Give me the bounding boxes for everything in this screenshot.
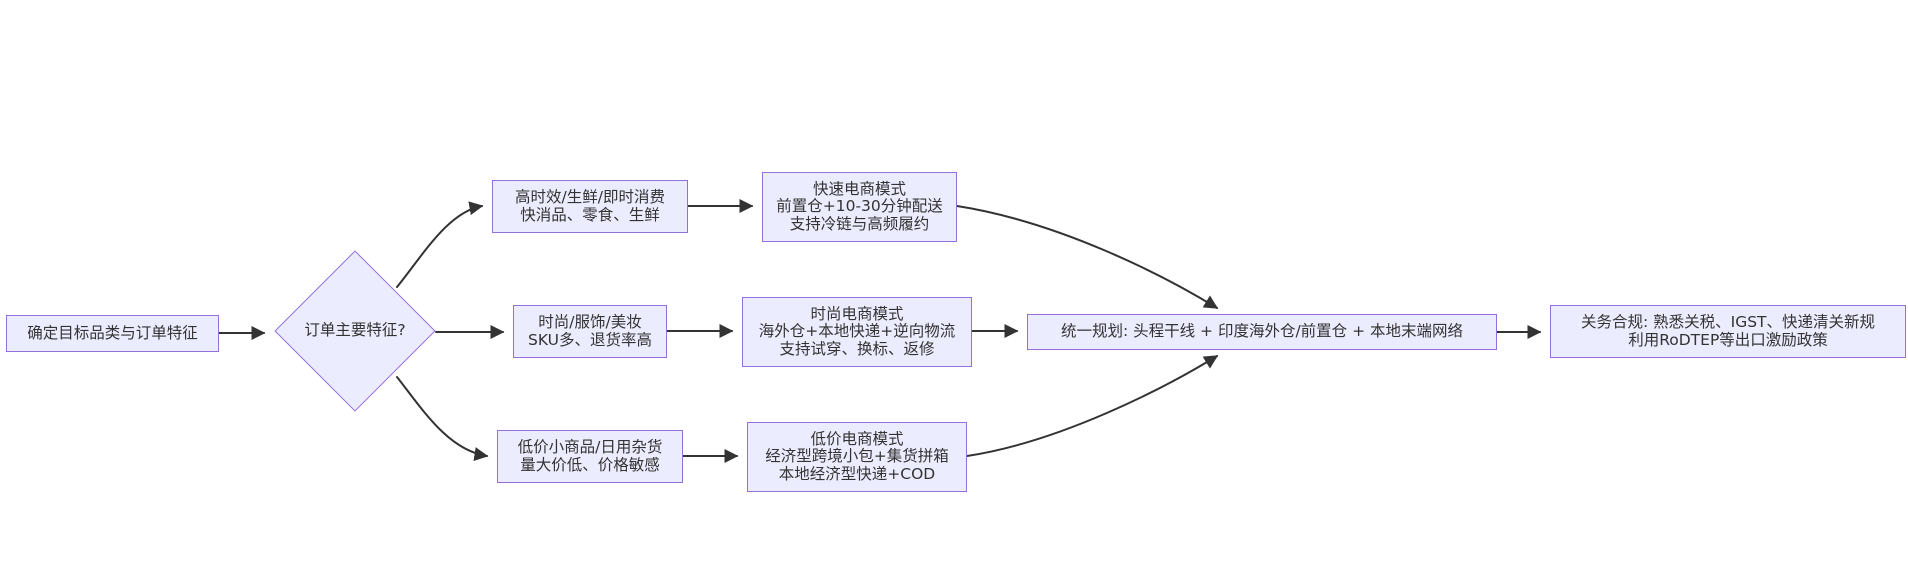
node-value-criteria: 低价小商品/日用杂货 量大价低、价格敏感: [497, 430, 683, 483]
node-fashion-criteria: 时尚/服饰/美妆 SKU多、退货率高: [513, 305, 667, 358]
node-start-label: 确定目标品类与订单特征: [27, 323, 198, 342]
node-fashion-mode-line1: 时尚电商模式: [810, 304, 904, 323]
node-fashion-mode-line2: 海外仓+本地快递+逆向物流: [758, 322, 956, 341]
node-value-mode-line2: 经济型跨境小包+集货拼箱: [765, 447, 949, 466]
node-value-criteria-line2: 量大价低、价格敏感: [520, 455, 660, 474]
node-fast-mode-line1: 快速电商模式: [812, 179, 906, 198]
node-customs-compliance-line2: 利用RoDTEP等出口激励政策: [1628, 330, 1828, 349]
node-fast-mode-line3: 支持冷链与高频履约: [789, 214, 930, 233]
node-unified-plan-label: 统一规划: 头程干线 + 印度海外仓/前置仓 + 本地末端网络: [1060, 322, 1464, 341]
node-fast-criteria-line1: 高时效/生鲜/即时消费: [515, 188, 665, 206]
node-fashion-mode: 时尚电商模式 海外仓+本地快递+逆向物流 支持试穿、换标、返修: [742, 297, 972, 367]
node-fast-mode-line2: 前置仓+10-30分钟配送: [776, 197, 943, 216]
edge-fast-mode-unified-plan: [956, 205, 1219, 309]
node-decision-label: 订单主要特征?: [304, 321, 406, 339]
node-fashion-mode-line3: 支持试穿、换标、返修: [779, 339, 935, 358]
edge-decision-fast-criteria: [396, 201, 484, 288]
edge-value-mode-unified-plan: [966, 355, 1219, 457]
node-fast-mode: 快速电商模式 前置仓+10-30分钟配送 支持冷链与高频履约: [762, 172, 957, 242]
node-customs-compliance-line1: 关务合规: 熟悉关税、IGST、快递清关新规: [1580, 313, 1876, 331]
node-customs-compliance: 关务合规: 熟悉关税、IGST、快递清关新规 利用RoDTEP等出口激励政策: [1550, 305, 1906, 358]
node-value-mode-line1: 低价电商模式: [810, 429, 904, 448]
node-fashion-criteria-line2: SKU多、退货率高: [528, 330, 652, 349]
node-fast-criteria: 高时效/生鲜/即时消费 快消品、零食、生鲜: [492, 180, 688, 233]
node-value-mode-line3: 本地经济型快递+COD: [778, 464, 936, 483]
edge-decision-value-criteria: [396, 376, 489, 461]
node-fast-criteria-line2: 快消品、零食、生鲜: [520, 205, 660, 224]
node-start: 确定目标品类与订单特征: [6, 315, 219, 352]
node-value-criteria-line1: 低价小商品/日用杂货: [517, 438, 663, 456]
node-fashion-criteria-line1: 时尚/服饰/美妆: [538, 313, 642, 331]
node-value-mode: 低价电商模式 经济型跨境小包+集货拼箱 本地经济型快递+COD: [747, 422, 967, 492]
node-unified-plan: 统一规划: 头程干线 + 印度海外仓/前置仓 + 本地末端网络: [1027, 314, 1497, 350]
